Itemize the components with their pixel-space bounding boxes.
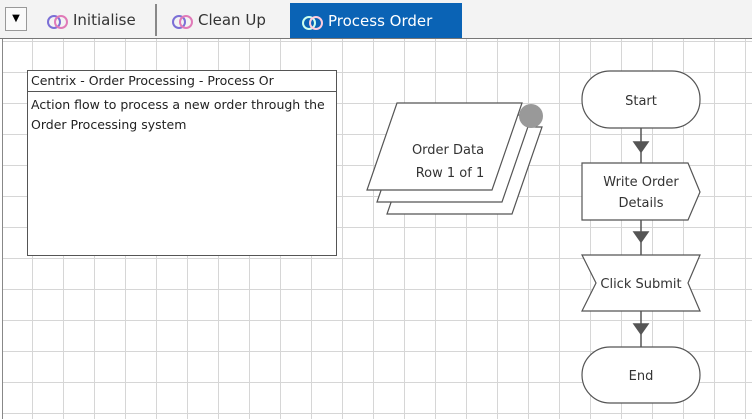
tab-label: Process Order	[328, 11, 433, 30]
note-description: Action flow to process a new order throu…	[31, 97, 325, 132]
tab-initialise[interactable]: Initialise	[35, 4, 157, 36]
tab-clean-up[interactable]: Clean Up	[160, 4, 288, 36]
note-title: Centrix - Order Processing - Process Or	[28, 71, 336, 92]
tab-dropdown-button[interactable]: ▼	[5, 7, 27, 31]
page-icon	[45, 12, 68, 29]
collection-indicator-icon	[519, 104, 543, 128]
arrow-icon	[632, 323, 650, 336]
svg-text:Click Submit: Click Submit	[600, 277, 681, 292]
arrow-icon	[632, 141, 650, 154]
svg-text:Start: Start	[625, 94, 657, 109]
svg-text:End: End	[629, 369, 654, 384]
page-icon	[300, 13, 323, 30]
tab-label: Clean Up	[198, 11, 266, 29]
start-stage[interactable]: Start	[581, 70, 701, 129]
tab-label: Initialise	[73, 11, 136, 29]
tab-process-order[interactable]: Process Order	[290, 3, 462, 38]
process-info-note[interactable]: Centrix - Order Processing - Process Or …	[27, 70, 337, 256]
svg-text:Details: Details	[618, 196, 663, 211]
arrow-icon	[632, 231, 650, 244]
collection-stage[interactable]: Order Data Row 1 of 1	[366, 102, 543, 215]
page-icon	[170, 12, 193, 29]
collection-row: Row 1 of 1	[416, 166, 485, 181]
tab-bar: ▼ Initialise Clean Up Process Order	[0, 0, 752, 39]
write-order-details-stage[interactable]: Write Order Details	[581, 162, 701, 221]
svg-text:Write Order: Write Order	[603, 175, 679, 190]
chevron-down-icon: ▼	[12, 13, 20, 24]
collection-name: Order Data	[412, 143, 484, 158]
click-submit-stage[interactable]: Click Submit	[581, 254, 701, 312]
end-stage[interactable]: End	[581, 346, 701, 404]
